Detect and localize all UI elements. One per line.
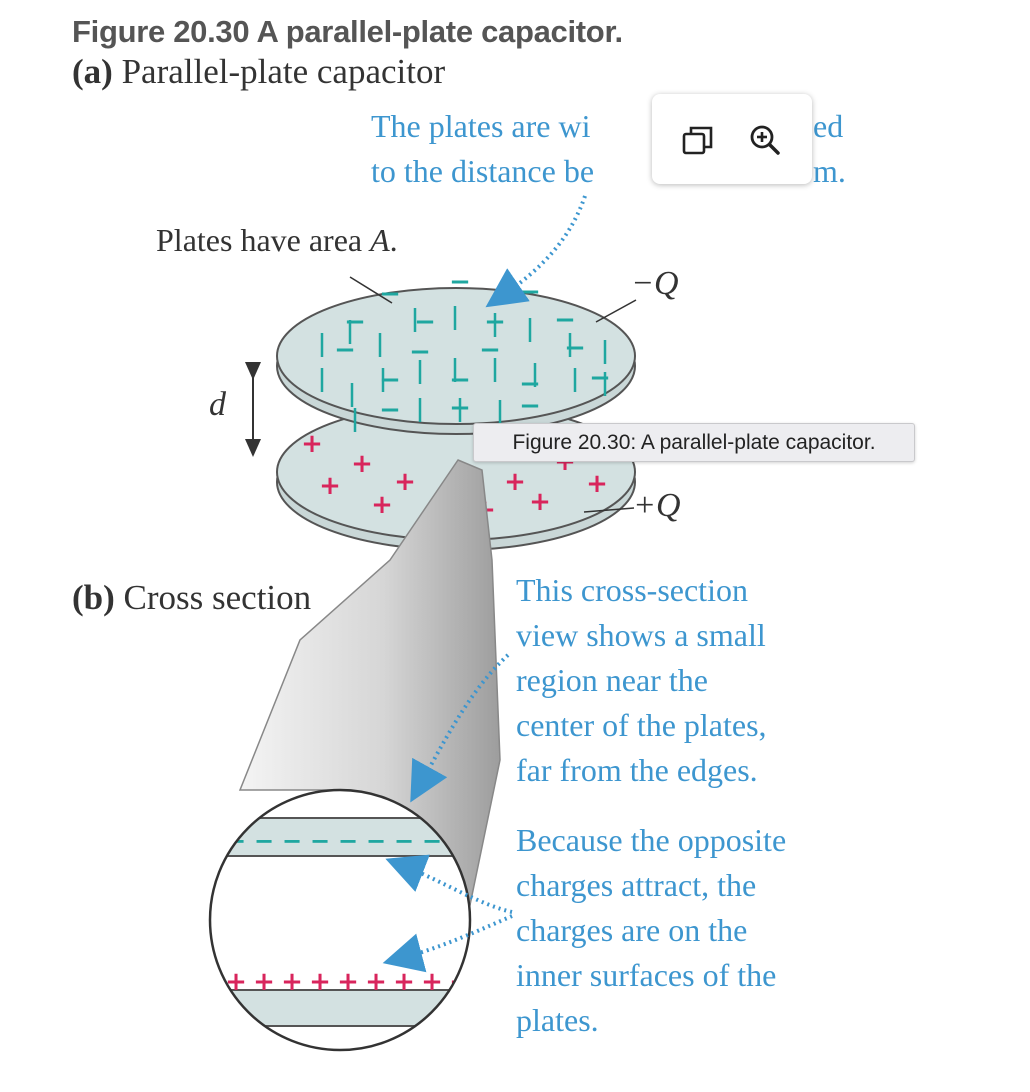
cross-minus-mark: − <box>394 827 414 855</box>
minus-mark: − <box>519 277 541 307</box>
top-plate <box>276 287 636 435</box>
cross-minus-mark: − <box>254 827 274 855</box>
cross-minus-mark: − <box>338 827 358 855</box>
note-plates-line2a: to the distance be <box>371 153 595 189</box>
cross-plus-mark: + <box>337 967 359 997</box>
note-plates-line1a: The plates are wi <box>371 108 591 144</box>
negative-charge-marks: −−−−−−−−−−−−−−−−−− <box>320 267 611 432</box>
separation-label: d <box>209 386 226 423</box>
plus-mark: + <box>586 469 608 499</box>
cross-plus-marks: +++++++++ <box>225 967 470 997</box>
cross-minus-mark: − <box>366 827 386 855</box>
cross-section-arrow <box>410 653 510 803</box>
part-b-letter: (b) <box>72 578 115 617</box>
minus-mark: − <box>479 335 501 365</box>
minus-mark: − <box>379 365 401 395</box>
plates-note-arrow <box>485 195 587 308</box>
plus-mark: + <box>529 487 551 517</box>
plate-area-label: Plates have area A. <box>156 222 398 258</box>
cross-minus-mark: − <box>282 827 302 855</box>
minus-mark: − <box>344 307 366 337</box>
charges-note: Because the opposite charges attract, th… <box>516 822 787 1038</box>
minus-mark: − <box>519 391 541 421</box>
minus-mark: − <box>379 395 401 425</box>
note-plates-line2b: m. <box>813 153 846 189</box>
cross-plus-mark: + <box>253 967 275 997</box>
zoom-in-icon[interactable] <box>747 122 783 158</box>
minus-mark: − <box>564 333 586 363</box>
area-leader-line <box>349 276 393 304</box>
part-a-label: Parallel-plate capacitor <box>121 52 446 91</box>
plus-mark: + <box>394 467 416 497</box>
cross-plus-mark: + <box>309 967 331 997</box>
part-a-letter: (a) <box>72 52 113 91</box>
cross-plus-mark: + <box>421 967 443 997</box>
minus-mark: − <box>589 363 611 393</box>
cross-minus-mark: − <box>310 827 330 855</box>
cross-plus-mark: + <box>393 967 415 997</box>
plus-mark: + <box>371 490 393 520</box>
minus-mark: − <box>554 305 576 335</box>
minus-mark: − <box>449 365 471 395</box>
minus-mark: − <box>449 267 471 297</box>
part-b-caption: (b) Cross section <box>72 578 311 618</box>
image-toolbar <box>652 94 812 184</box>
part-a-caption: (a) Parallel-plate capacitor <box>72 52 445 92</box>
copy-windows-icon[interactable] <box>680 122 716 158</box>
plus-mark: + <box>504 467 526 497</box>
positive-charge-label: +Q <box>633 487 681 524</box>
minus-mark: − <box>379 279 401 309</box>
plus-mark: + <box>319 471 341 501</box>
note-plates-line1b: ed <box>813 108 844 144</box>
minus-mark: − <box>414 307 436 337</box>
cross-plus-mark: + <box>225 967 247 997</box>
minus-mark: − <box>334 335 356 365</box>
part-b-label: Cross section <box>123 578 312 617</box>
pos-q-leader-line <box>583 507 635 513</box>
cross-plus-mark: + <box>281 967 303 997</box>
minus-mark: − <box>409 337 431 367</box>
neg-q-leader-line <box>595 299 637 323</box>
plus-mark: + <box>351 449 373 479</box>
cross-section-note: This cross-section view shows a small re… <box>516 572 767 788</box>
plus-mark: + <box>301 429 323 459</box>
area-variable: A <box>370 222 390 258</box>
negative-charge-label: −Q <box>631 265 679 302</box>
figure-tooltip: Figure 20.30: A parallel-plate capacitor… <box>473 423 915 462</box>
cross-plus-mark: + <box>365 967 387 997</box>
figure-title: Figure 20.30 A parallel-plate capacitor. <box>72 14 623 49</box>
